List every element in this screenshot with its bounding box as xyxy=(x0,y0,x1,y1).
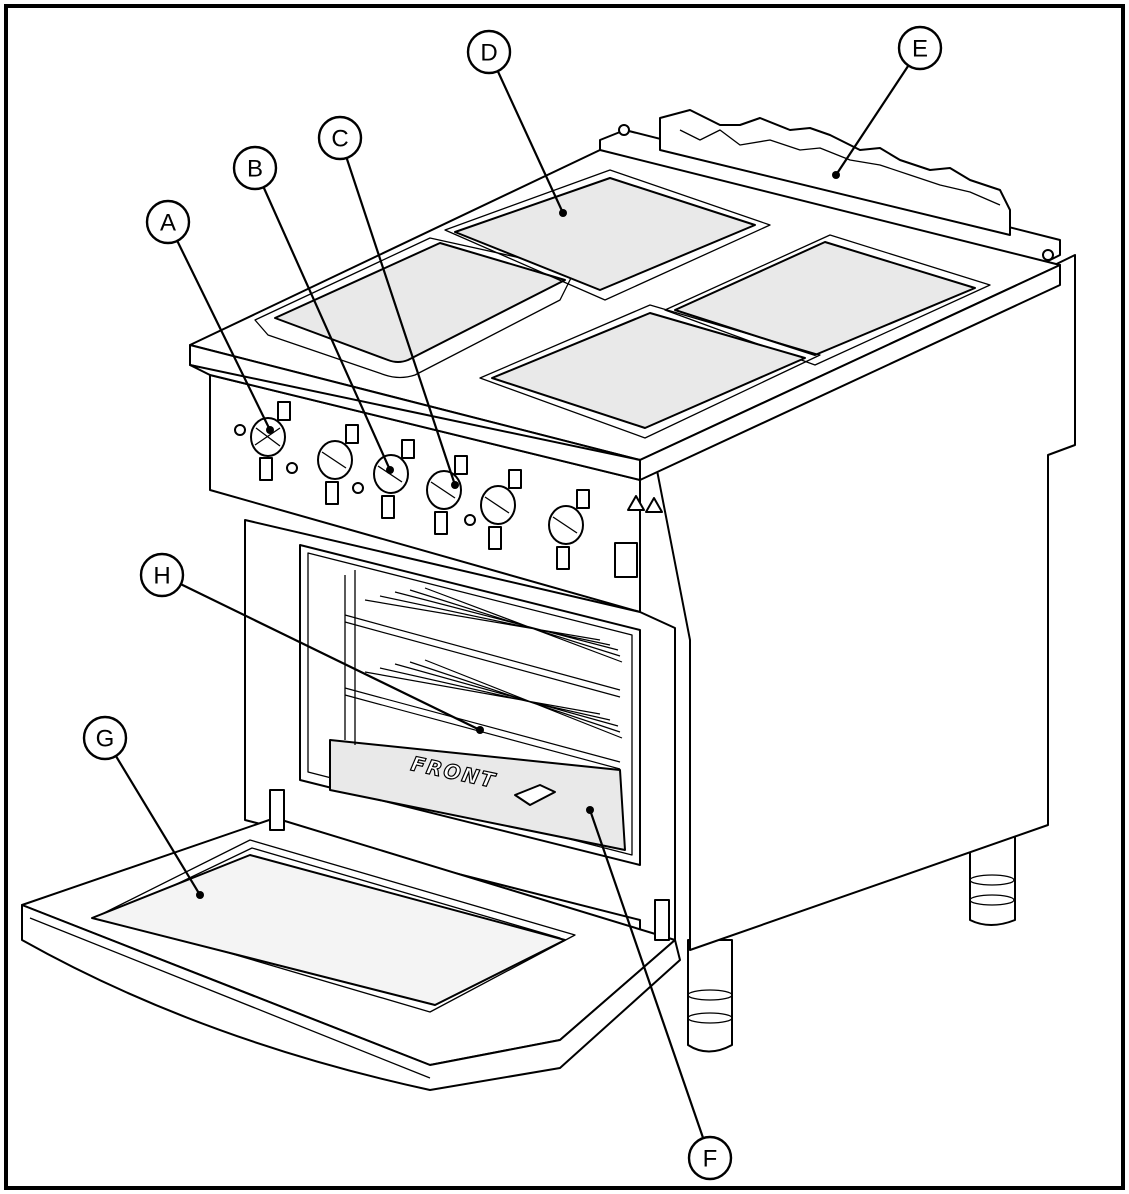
callout-c-label: C xyxy=(331,126,348,153)
callout-d-label: D xyxy=(480,40,497,67)
knob-1[interactable] xyxy=(250,401,291,481)
hot-plate-rear-left xyxy=(254,237,576,379)
hot-plate-front-center xyxy=(479,304,821,439)
callout-d: D xyxy=(466,29,512,75)
knob-5[interactable] xyxy=(480,469,522,550)
floor-tag xyxy=(514,784,556,806)
callout-f: F xyxy=(687,1135,733,1181)
knob-3[interactable] xyxy=(373,439,415,519)
callout-c: C xyxy=(317,115,363,161)
callout-h-label: H xyxy=(153,563,170,590)
door-hinge-right xyxy=(654,899,670,941)
door-hinge-left xyxy=(269,789,285,831)
hot-plate-rear-center xyxy=(444,169,771,301)
oven-rack-upper xyxy=(344,587,623,698)
indicator-lights xyxy=(234,424,476,526)
callout-g: G xyxy=(82,715,128,761)
oven-rack-lower xyxy=(344,659,623,770)
callout-f-label: F xyxy=(703,1146,718,1173)
front-right-leg xyxy=(687,939,733,1053)
callout-g-label: G xyxy=(96,726,115,753)
callout-a-label: A xyxy=(160,210,176,237)
callout-b-label: B xyxy=(247,156,263,183)
oven-door[interactable] xyxy=(21,817,681,1091)
callout-e-label: E xyxy=(912,36,928,63)
figure-border xyxy=(4,4,1125,1190)
callout-e: E xyxy=(897,25,943,71)
warning-symbols-icon xyxy=(627,495,663,513)
brand-logo xyxy=(614,542,638,578)
callout-h: H xyxy=(139,552,185,598)
callout-a: A xyxy=(145,199,191,245)
oven-floor xyxy=(329,739,626,851)
knob-6[interactable] xyxy=(548,489,590,570)
callout-b: B xyxy=(232,145,278,191)
knob-2[interactable] xyxy=(317,424,359,505)
